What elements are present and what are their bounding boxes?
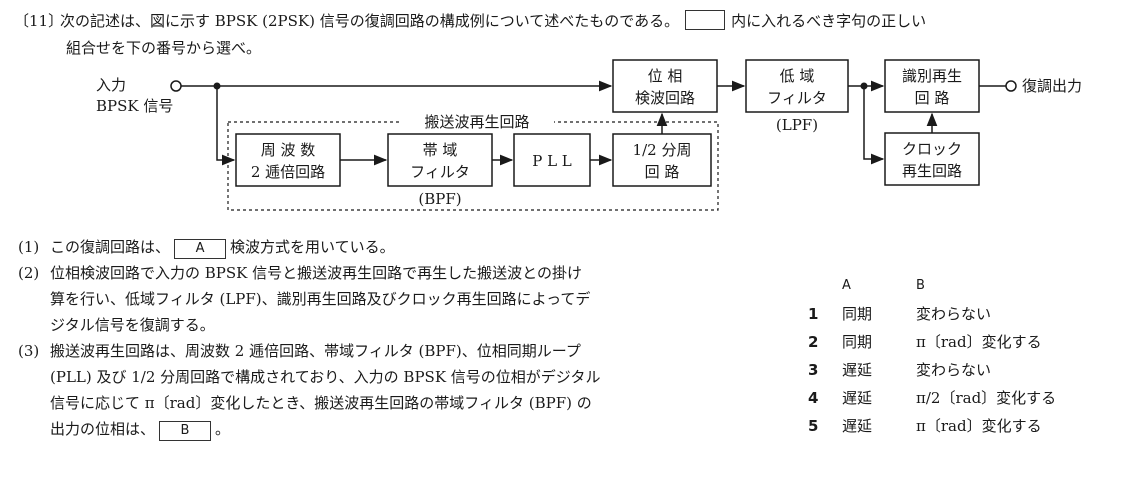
statement-line: 搬送波再生回路は、周波数 2 逓倍回路、帯域フィルタ (BPF)、位相同期ループ: [50, 342, 581, 360]
statement-line: 算を行い、低域フィルタ (LPF)、識別再生回路及びクロック再生回路によってデ: [50, 290, 591, 308]
phase-detector-line2: 検波回路: [635, 89, 695, 107]
choice-a: 遅延: [842, 361, 873, 379]
choice-number: 1: [808, 305, 819, 323]
choice-row: 5 遅延 π〔rad〕変化する: [808, 412, 1118, 440]
choice-number: 3: [808, 361, 819, 379]
lpf-line2: フィルタ: [767, 89, 827, 107]
bpf-line1: 帯 域: [423, 141, 458, 159]
statement-text: 出力の位相は、: [50, 420, 156, 438]
pll-label: P L L: [532, 152, 572, 170]
choice-b: 変わらない: [916, 305, 992, 323]
statement-number: (1): [18, 238, 40, 256]
doubler-line2: 2 逓倍回路: [251, 163, 325, 181]
question-text-2: 内に入れるべき字句の正しい: [731, 12, 927, 30]
block-regeneration: [884, 59, 980, 113]
choices-header-b: B: [916, 278, 925, 293]
phase-detector-line1: 位 相: [648, 67, 683, 85]
lpf-line1: 低 域: [780, 67, 815, 85]
statement-line: 信号に応じて π〔rad〕変化したとき、搬送波再生回路の帯域フィルタ (BPF)…: [50, 394, 592, 412]
blank-a-box: A: [174, 239, 227, 259]
choice-number: 5: [808, 417, 819, 435]
choice-row: 3 遅延 変わらない: [808, 356, 1118, 384]
statement-text: 。: [215, 420, 231, 438]
statement-line: (PLL) 及び 1/2 分周回路で構成されており、入力の BPSK 信号の位相…: [50, 368, 601, 386]
input-label-1: 入力: [96, 76, 126, 94]
answer-choices-table: A B 1 同期 変わらない 2 同期 π〔rad〕変化する 3 遅延 変わらな…: [808, 272, 1118, 440]
statement-line: 位相検波回路で入力の BPSK 信号と搬送波再生回路で再生した搬送波との掛け: [50, 264, 582, 282]
input-label-2: BPSK 信号: [96, 97, 173, 115]
statement-2: (2) 位相検波回路で入力の BPSK 信号と搬送波再生回路で再生した搬送波との…: [18, 260, 778, 338]
question-header: 〔11〕次の記述は、図に示す BPSK (2PSK) 信号の復調回路の構成例につ…: [14, 8, 1114, 62]
question-text-1: 次の記述は、図に示す BPSK (2PSK) 信号の復調回路の構成例について述べ…: [60, 12, 680, 30]
divider-line2: 回 路: [645, 163, 680, 181]
regen-line1: 識別再生: [902, 67, 962, 85]
choice-a: 同期: [842, 333, 873, 351]
block-lpf: [745, 59, 849, 113]
statement-number: (2): [18, 264, 40, 282]
choice-a: 同期: [842, 305, 873, 323]
choice-row: 1 同期 変わらない: [808, 300, 1118, 328]
question-text-line2: 組合せを下の番号から選べ。: [66, 39, 262, 57]
choice-b: π/2〔rad〕変化する: [916, 389, 1057, 407]
question-number: 〔11〕: [14, 12, 64, 30]
statement-text: この復調回路は、: [50, 238, 171, 256]
statement-text: 検波方式を用いている。: [230, 238, 395, 256]
input-terminal-icon: [170, 80, 182, 92]
line-branch-to-doubler: [216, 86, 236, 166]
output-terminal-icon: [1005, 80, 1017, 92]
choice-number: 4: [808, 389, 819, 407]
choice-number: 2: [808, 333, 819, 351]
bpf-sub-label: (BPF): [418, 190, 461, 208]
doubler-line1: 周 波 数: [261, 141, 316, 159]
bpf-line2: フィルタ: [410, 163, 470, 181]
carrier-group-label: 搬送波再生回路: [424, 113, 529, 131]
statement-number: (3): [18, 342, 40, 360]
statement-3: (3) 搬送波再生回路は、周波数 2 逓倍回路、帯域フィルタ (BPF)、位相同…: [18, 338, 778, 442]
statement-line: ジタル信号を復調する。: [50, 316, 215, 334]
lpf-sub-label: (LPF): [776, 116, 818, 134]
block-clock-recovery: [884, 132, 980, 186]
divider-line1: 1/2 分周: [633, 141, 692, 159]
group-label-bg: [400, 110, 554, 132]
choice-a: 遅延: [842, 417, 873, 435]
choice-a: 遅延: [842, 389, 873, 407]
header-blank-box: [685, 10, 726, 30]
block-phase-detector: [612, 59, 718, 113]
block-doubler: [235, 133, 341, 187]
choices-header-a: A: [842, 278, 851, 293]
choice-b: 変わらない: [916, 361, 992, 379]
blank-b-box: B: [159, 421, 212, 441]
block-diagram: 入力 BPSK 信号 搬送波再生回路 位 相 検波回路 低 域 フィルタ (LP…: [96, 59, 1082, 211]
statement-line: 出力の位相は、B。: [50, 416, 778, 442]
choice-b: π〔rad〕変化する: [916, 333, 1042, 351]
line-branch-to-clock: [863, 86, 885, 165]
block-bpf: [387, 133, 493, 187]
carrier-recovery-group: [227, 121, 719, 211]
output-label: 復調出力: [1022, 77, 1082, 95]
choices-header: A B: [808, 272, 1118, 300]
regen-line2: 回 路: [915, 89, 950, 107]
choice-b: π〔rad〕変化する: [916, 417, 1042, 435]
clock-line1: クロック: [902, 140, 962, 158]
choice-row: 4 遅延 π/2〔rad〕変化する: [808, 384, 1118, 412]
choice-row: 2 同期 π〔rad〕変化する: [808, 328, 1118, 356]
clock-line2: 再生回路: [902, 162, 962, 180]
